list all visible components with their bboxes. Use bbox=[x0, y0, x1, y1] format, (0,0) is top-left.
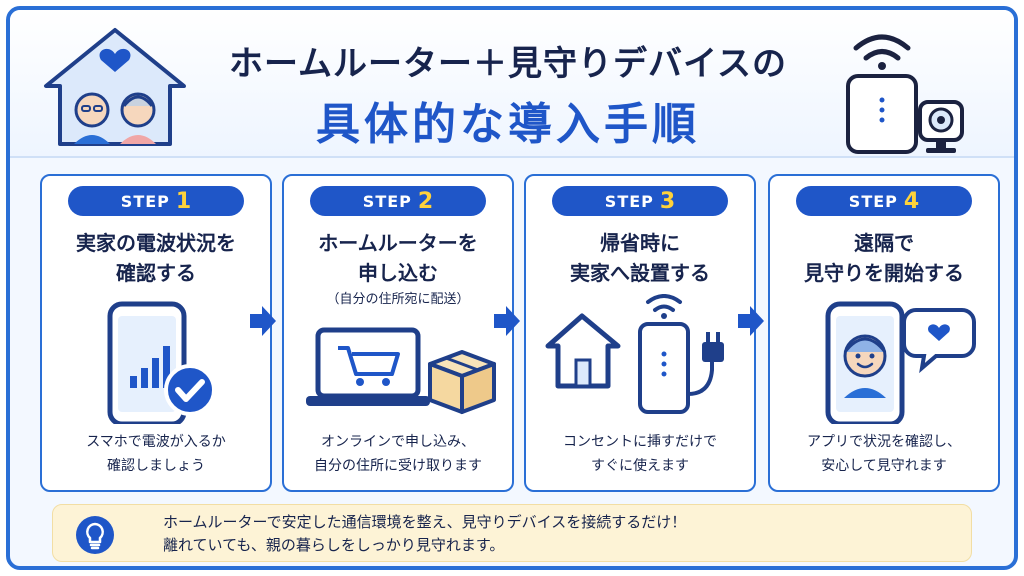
step-title-line: 帰省時に bbox=[600, 231, 680, 255]
house-router-plug-icon bbox=[545, 294, 724, 414]
step-badge: STEP 2 bbox=[310, 186, 486, 216]
summary-tip: ホームルーターで安定した通信環境を整え、見守りデバイスを接続するだけ！ 離れてい… bbox=[52, 504, 972, 562]
step-title-line: 見守りを開始する bbox=[804, 261, 964, 285]
house-elderly-couple-icon bbox=[44, 28, 186, 146]
step-description-line: オンラインで申し込み、 bbox=[321, 434, 475, 450]
step-card-3: STEP 3 帰省時に 実家へ設置する コンセントに挿すだけで すぐに使えます bbox=[524, 174, 756, 492]
lightbulb-icon bbox=[76, 516, 114, 554]
step-card-4: STEP 4 遠隔で 見守りを開始する アプリで状況を確認し、 安心して見守れま… bbox=[768, 174, 1000, 492]
step-description-line: アプリで状況を確認し、 bbox=[807, 434, 961, 450]
step-number: 1 bbox=[175, 188, 192, 214]
step-description-line: 安心して見守れます bbox=[821, 458, 947, 474]
step-description: コンセントに挿すだけで すぐに使えます bbox=[526, 430, 754, 478]
step-title-line: 遠隔で bbox=[854, 231, 914, 255]
step-badge: STEP 3 bbox=[552, 186, 728, 216]
step-description-line: スマホで電波が入るか bbox=[86, 434, 226, 450]
header: ホームルーター＋見守りデバイスの 具体的な導入手順 bbox=[10, 10, 1014, 158]
step-description-line: すぐに使えます bbox=[591, 458, 689, 474]
step-label: STEP bbox=[848, 191, 898, 211]
step-title-line: ホームルーターを bbox=[318, 231, 478, 255]
step-number: 3 bbox=[659, 188, 676, 214]
step-description: オンラインで申し込み、 自分の住所に受け取ります bbox=[284, 430, 512, 478]
title-line-2: 具体的な導入手順 bbox=[316, 99, 700, 150]
step-title-line: 実家の電波状況を bbox=[76, 231, 236, 255]
step-description: アプリで状況を確認し、 安心して見守れます bbox=[770, 430, 998, 478]
step-description-line: 自分の住所に受け取ります bbox=[314, 458, 482, 474]
step-description-line: 確認しましょう bbox=[107, 458, 205, 474]
step-title: 遠隔で 見守りを開始する bbox=[770, 228, 998, 288]
step-title-line: 申し込む bbox=[358, 261, 438, 285]
laptop-cart-package-icon bbox=[306, 327, 496, 414]
step-title: 帰省時に 実家へ設置する bbox=[526, 228, 754, 288]
step-card-1: STEP 1 実家の電波状況を 確認する スマホで電波が入るか 確認しましょう bbox=[40, 174, 272, 492]
tip-line: ホームルーターで安定した通信環境を整え、見守りデバイスを接続するだけ！ bbox=[163, 513, 687, 531]
step-number: 4 bbox=[903, 188, 920, 214]
smartphone-face-heart-icon bbox=[825, 301, 976, 424]
step-title: ホームルーターを 申し込む bbox=[284, 228, 512, 288]
step-title-line: 実家へ設置する bbox=[570, 261, 710, 285]
step-label: STEP bbox=[604, 191, 654, 211]
router-camera-icon bbox=[846, 34, 964, 154]
tip-text: ホームルーターで安定した通信環境を整え、見守りデバイスを接続するだけ！ 離れてい… bbox=[163, 511, 686, 557]
smartphone-signal-check-icon bbox=[107, 301, 216, 424]
step-label: STEP bbox=[362, 191, 412, 211]
step-badge: STEP 4 bbox=[796, 186, 972, 216]
step-badge: STEP 1 bbox=[68, 186, 244, 216]
step-number: 2 bbox=[417, 188, 434, 214]
step-description: スマホで電波が入るか 確認しましょう bbox=[42, 430, 270, 478]
infographic-frame: ホームルーター＋見守りデバイスの 具体的な導入手順 STEP 1 実家の電波状況… bbox=[6, 6, 1018, 570]
tip-line: 離れていても、親の暮らしをしっかり見守れます。 bbox=[163, 536, 505, 554]
arrow-right-icon bbox=[250, 306, 276, 336]
step-description-line: コンセントに挿すだけで bbox=[563, 434, 717, 450]
step-title: 実家の電波状況を 確認する bbox=[42, 228, 270, 288]
arrow-right-icon bbox=[494, 306, 520, 336]
title-line-1: ホームルーター＋見守りデバイスの bbox=[229, 44, 787, 84]
step-card-2: STEP 2 ホームルーターを 申し込む （自分の住所宛に配送） オンラインで申… bbox=[282, 174, 514, 492]
arrow-right-icon bbox=[738, 306, 764, 336]
step-label: STEP bbox=[120, 191, 170, 211]
step-title-line: 確認する bbox=[116, 261, 196, 285]
step-subtitle: （自分の住所宛に配送） bbox=[326, 292, 470, 307]
